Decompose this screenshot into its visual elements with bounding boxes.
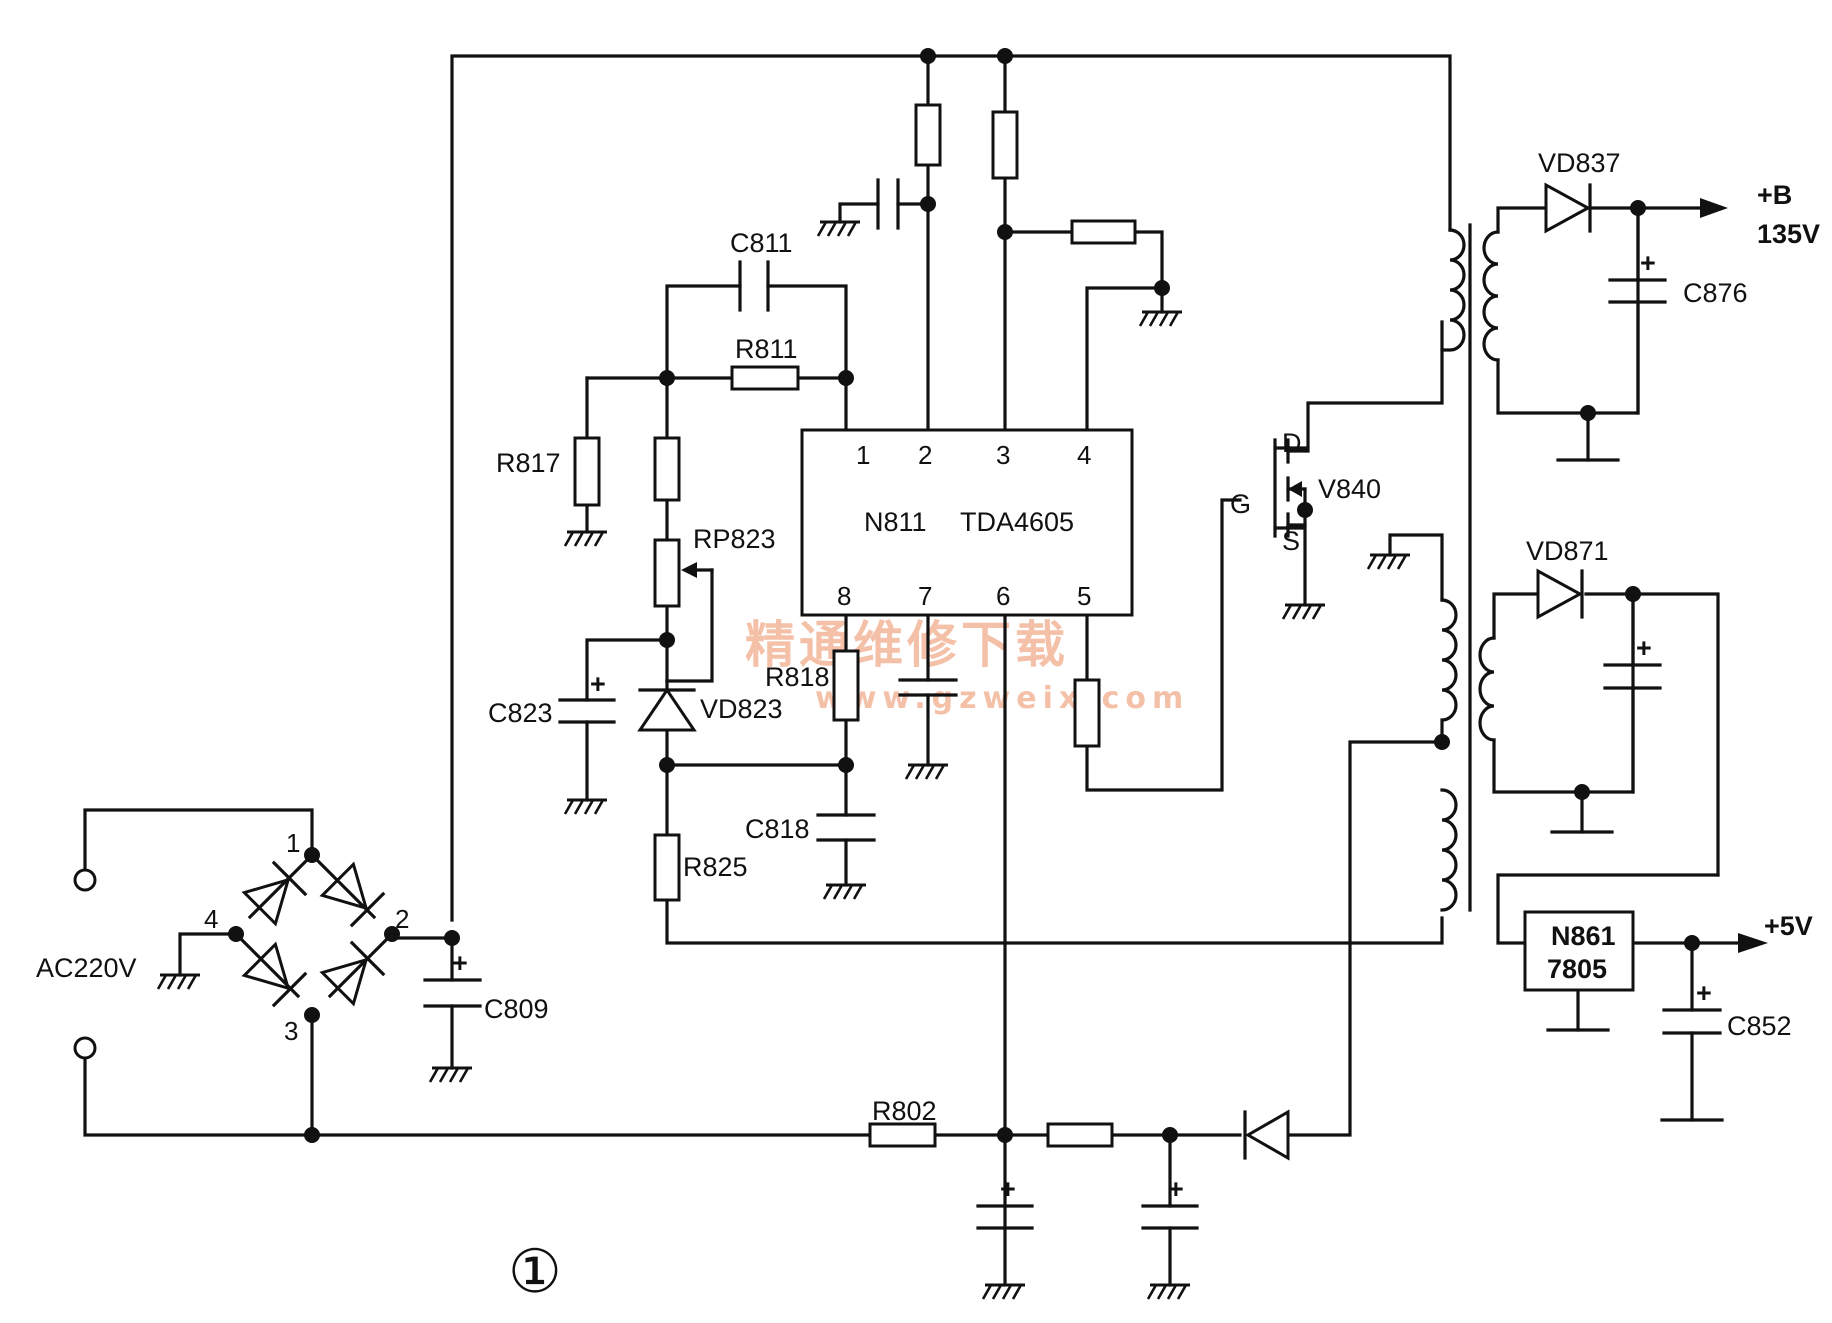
label-vd837: VD837 <box>1538 148 1621 178</box>
mosfet-v840 <box>1273 438 1310 538</box>
svg-text:+: + <box>1168 1174 1184 1204</box>
transformer <box>1440 223 1500 912</box>
label-ac220v: AC220V <box>36 953 137 983</box>
label-v840: V840 <box>1318 474 1381 504</box>
watermark-url: www.gzweix.com <box>815 681 1189 716</box>
resistor-top-pin2 <box>914 103 942 167</box>
watermark-cn: 精通维修下载 <box>745 616 1069 674</box>
label-out-5v: +5V <box>1764 911 1813 941</box>
label-r817: R817 <box>496 448 561 478</box>
label-drain: D <box>1282 428 1302 458</box>
component-labels: AC220V C811 R811 R817 RP823 C823 VD823 R… <box>36 148 1820 1126</box>
bridge-pin-1: 1 <box>286 828 300 858</box>
bridge-pin-2: 2 <box>395 904 409 934</box>
svg-text:+: + <box>1000 1174 1016 1204</box>
ground-symbols <box>156 220 1724 1301</box>
bridge-rectifier: 1 2 3 4 <box>204 828 409 1046</box>
resistor-r818 <box>832 649 860 722</box>
label-source: S <box>1282 526 1300 556</box>
pin-3-label: 3 <box>996 440 1010 470</box>
label-gate: G <box>1230 489 1251 519</box>
label-out-b: +B <box>1757 180 1792 210</box>
svg-text:+: + <box>1636 633 1652 663</box>
resistor-r802 <box>868 1122 937 1148</box>
regulator-part: 7805 <box>1547 954 1607 984</box>
potentiometer-rp823 <box>653 538 681 608</box>
label-r811: R811 <box>735 334 798 364</box>
label-c823: C823 <box>488 698 553 728</box>
pin-6-label: 6 <box>996 581 1010 611</box>
pin-4-label: 4 <box>1077 440 1091 470</box>
label-c809: C809 <box>484 994 549 1024</box>
junction-dots <box>228 48 1700 1143</box>
label-out-135v: 135V <box>1757 219 1820 249</box>
label-r818: R818 <box>765 662 830 692</box>
svg-text:+: + <box>1640 248 1656 278</box>
pin-1-label: 1 <box>856 440 870 470</box>
resistor-pin3-right <box>1070 219 1137 245</box>
watermark: 精通维修下载 www.gzweix.com <box>745 616 1189 716</box>
resistor-top-pin3 <box>991 110 1019 180</box>
rp823-wiper <box>681 562 714 578</box>
label-c852: C852 <box>1727 1011 1792 1041</box>
ic-part-label: TDA4605 <box>960 507 1074 537</box>
svg-text:+: + <box>1696 978 1712 1008</box>
regulator-7805: N861 7805 <box>1523 910 1635 992</box>
resistors <box>573 103 1137 1148</box>
resistor-r817 <box>573 436 601 507</box>
regulator-ref: N861 <box>1551 921 1616 951</box>
label-c818: C818 <box>745 814 810 844</box>
label-r825: R825 <box>683 852 748 882</box>
resistor-r825 <box>653 833 681 902</box>
resistor-r811 <box>730 365 800 391</box>
capacitors: + + + + + + + <box>423 178 1722 1230</box>
label-rp823: RP823 <box>693 524 776 554</box>
label-c811: C811 <box>730 228 793 258</box>
resistor-left-column <box>653 436 681 502</box>
ic-ref-label: N811 <box>864 507 927 537</box>
pin-8-label: 8 <box>837 581 851 611</box>
bridge-pin-4: 4 <box>204 904 218 934</box>
output-arrows <box>1700 198 1768 953</box>
resistor-pin5 <box>1073 678 1101 748</box>
pin-7-label: 7 <box>918 581 932 611</box>
bridge-pin-3: 3 <box>284 1016 298 1046</box>
figure-number: ① <box>508 1237 562 1307</box>
ic-tda4605: 1 2 3 4 N811 TDA4605 8 7 6 5 <box>800 428 1134 617</box>
svg-text:+: + <box>590 669 606 699</box>
resistor-bottom-mid <box>1046 1122 1114 1148</box>
label-c876: C876 <box>1683 278 1748 308</box>
wires <box>83 54 1740 1287</box>
svg-text:+: + <box>452 948 468 978</box>
pin-5-label: 5 <box>1077 581 1091 611</box>
ac-terminals <box>73 868 97 1060</box>
label-r802: R802 <box>872 1096 937 1126</box>
pin-2-label: 2 <box>918 440 932 470</box>
diodes <box>637 182 1592 1161</box>
label-vd823: VD823 <box>700 694 783 724</box>
label-vd871: VD871 <box>1526 536 1609 566</box>
